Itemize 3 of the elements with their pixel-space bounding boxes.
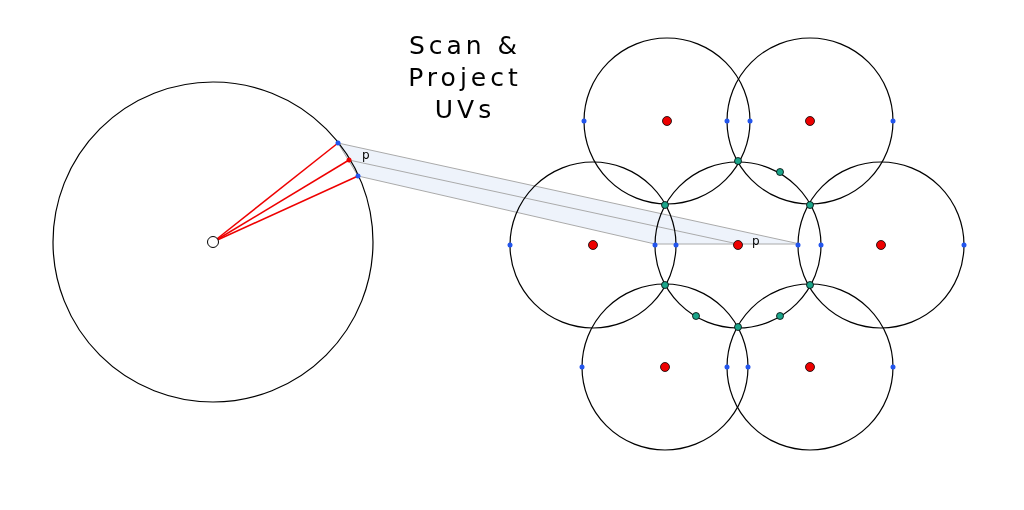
point-label: p bbox=[752, 234, 760, 248]
heading: Scan & Project UVs bbox=[407, 30, 523, 126]
point-label: p bbox=[362, 148, 370, 162]
